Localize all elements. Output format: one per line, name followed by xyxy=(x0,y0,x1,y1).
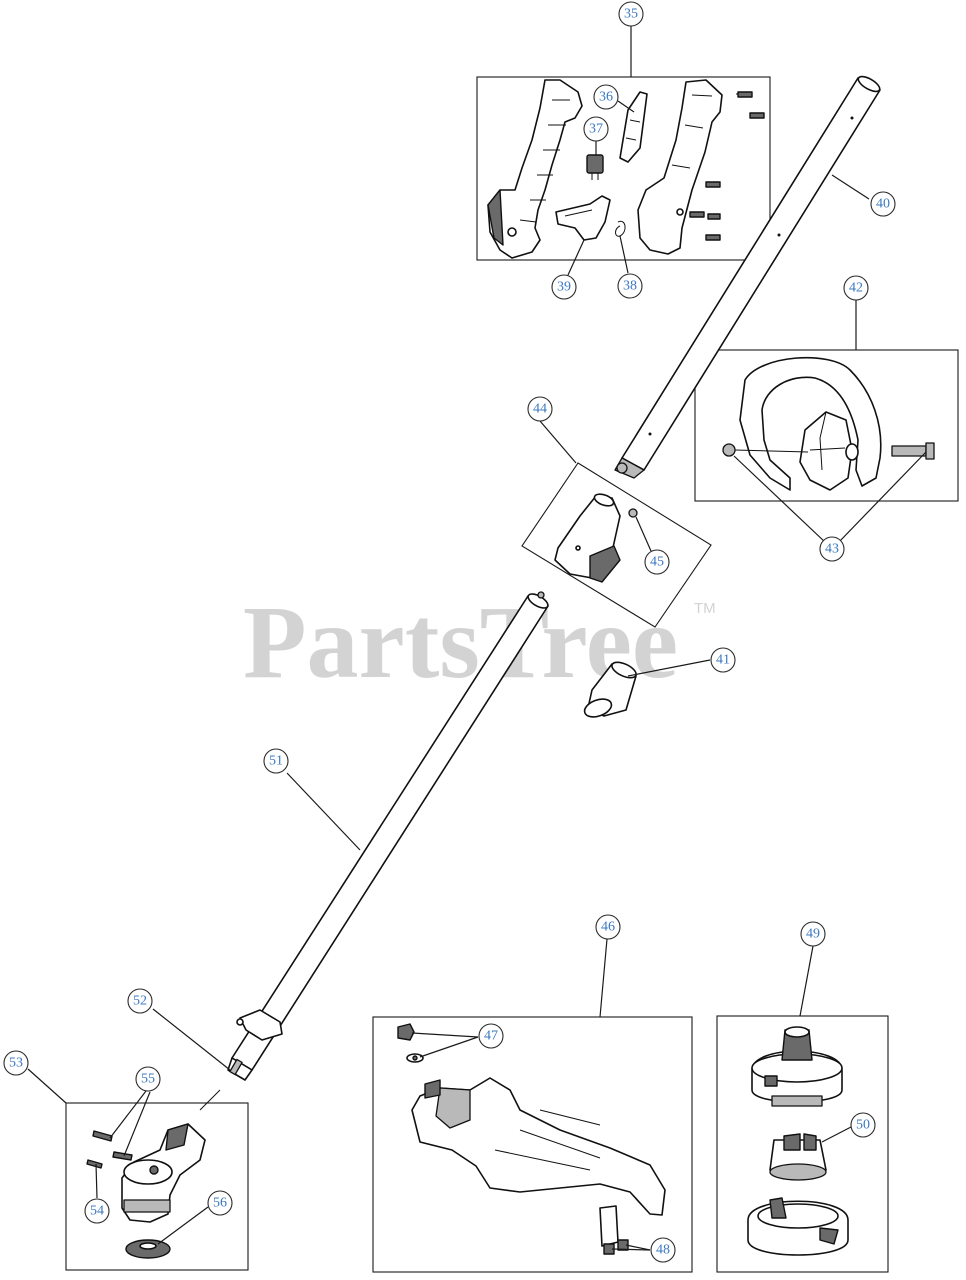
callout-47: 47 xyxy=(478,1023,504,1049)
svg-text:54: 54 xyxy=(90,1204,104,1219)
callout-40: 40 xyxy=(870,191,896,217)
switch-part xyxy=(586,154,604,180)
svg-text:40: 40 xyxy=(876,197,890,212)
housing-screws xyxy=(689,91,765,241)
gearbox-part xyxy=(121,1089,221,1223)
svg-text:49: 49 xyxy=(806,927,820,942)
svg-text:55: 55 xyxy=(141,1072,155,1087)
watermark-trademark: TM xyxy=(694,600,716,617)
callout-51: 51 xyxy=(263,748,289,774)
svg-text:45: 45 xyxy=(650,555,664,570)
guard-part xyxy=(411,1077,666,1216)
guard-bracket-part xyxy=(599,1205,629,1255)
spool-housing-part xyxy=(747,1197,849,1256)
guard-wingnut-part xyxy=(397,1023,424,1063)
handle-housing-box xyxy=(476,76,771,261)
trigger-part xyxy=(555,195,611,241)
callout-54: 54 xyxy=(84,1198,110,1224)
callout-50: 50 xyxy=(850,1112,876,1138)
upper-shaft-part xyxy=(614,75,881,479)
svg-text:37: 37 xyxy=(589,122,603,137)
svg-text:48: 48 xyxy=(656,1243,670,1258)
svg-text:36: 36 xyxy=(599,90,613,105)
assist-handle-part xyxy=(722,356,935,491)
svg-text:38: 38 xyxy=(623,279,637,294)
svg-text:53: 53 xyxy=(9,1056,23,1071)
spool-part xyxy=(769,1133,827,1181)
leader-lines xyxy=(27,26,927,1251)
trigger-lock-part xyxy=(619,91,648,163)
callout-44: 44 xyxy=(527,396,553,422)
lower-shaft-part xyxy=(227,591,549,1081)
callout-38: 38 xyxy=(617,273,643,299)
gearbox-box xyxy=(65,1102,249,1271)
svg-text:41: 41 xyxy=(716,653,730,668)
line-spool-washer-part xyxy=(125,1239,171,1259)
callout-37: 37 xyxy=(583,116,609,142)
callout-42: 42 xyxy=(843,275,869,301)
handle-housing-left xyxy=(487,79,583,259)
callout-52: 52 xyxy=(127,988,153,1014)
callout-45: 45 xyxy=(644,549,670,575)
callout-55: 55 xyxy=(135,1066,161,1092)
svg-text:47: 47 xyxy=(484,1029,498,1044)
shaft-clamp-part xyxy=(236,1009,283,1041)
callout-49: 49 xyxy=(800,921,826,947)
handle-housing-right xyxy=(637,79,723,255)
coupler-box xyxy=(521,462,712,628)
guard-box xyxy=(372,1016,693,1273)
assist-handle-box xyxy=(694,349,959,502)
svg-text:42: 42 xyxy=(849,281,863,296)
trimmer-head-cap-part xyxy=(751,1026,843,1107)
svg-text:51: 51 xyxy=(269,754,283,769)
callout-43: 43 xyxy=(819,536,845,562)
svg-text:46: 46 xyxy=(601,920,615,935)
callout-41: 41 xyxy=(710,647,736,673)
callout-36: 36 xyxy=(593,84,619,110)
svg-text:39: 39 xyxy=(557,280,571,295)
svg-text:56: 56 xyxy=(213,1196,227,1211)
callout-48: 48 xyxy=(650,1237,676,1263)
callout-35: 35 xyxy=(618,1,644,27)
svg-text:50: 50 xyxy=(856,1118,870,1133)
svg-text:43: 43 xyxy=(825,542,839,557)
callout-56: 56 xyxy=(207,1190,233,1216)
gearbox-screws xyxy=(86,1130,133,1169)
svg-text:52: 52 xyxy=(133,994,147,1009)
svg-text:44: 44 xyxy=(533,402,547,417)
spring-part xyxy=(615,220,626,237)
callout-53: 53 xyxy=(3,1050,29,1076)
coupler-part xyxy=(554,493,638,583)
callout-46: 46 xyxy=(595,914,621,940)
shaft-sleeve-part xyxy=(583,661,637,718)
callout-39: 39 xyxy=(551,274,577,300)
trimmer-head-box xyxy=(716,1015,889,1273)
svg-text:35: 35 xyxy=(624,7,638,22)
